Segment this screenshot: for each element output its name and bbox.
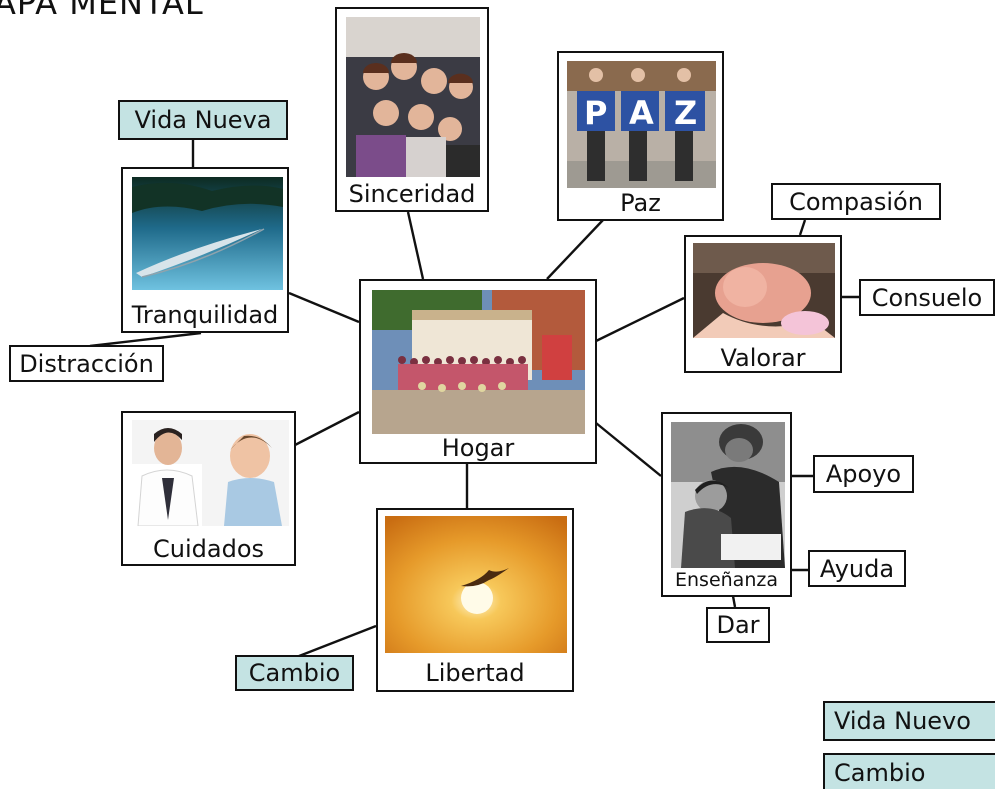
link-hogar-tranquilidad xyxy=(288,291,360,324)
tag-vida-nueva[interactable]: Vida Nueva xyxy=(118,100,288,140)
tag-distraccion[interactable]: Distracción xyxy=(9,345,164,382)
group-photo-in-front-of-house xyxy=(372,290,585,434)
card-hogar[interactable]: Hogar xyxy=(359,279,597,464)
bird-at-sunset-photo xyxy=(385,516,567,653)
link-valorar-compasion xyxy=(798,219,807,236)
link-ensenanza-dar xyxy=(731,595,737,608)
card-libertad[interactable]: Libertad xyxy=(376,508,574,692)
card-label: Hogar xyxy=(441,434,515,462)
card-valorar[interactable]: Valorar xyxy=(684,235,842,373)
link-hogar-paz xyxy=(546,219,604,280)
svg-text:Z: Z xyxy=(674,94,697,132)
svg-text:P: P xyxy=(584,94,607,132)
card-label: Tranquilidad xyxy=(131,301,279,329)
link-hogar-valorar xyxy=(595,296,685,343)
tag-apoyo[interactable]: Apoyo xyxy=(813,455,914,493)
link-hogar-cuidados xyxy=(294,410,360,447)
legend-cambio: Cambio xyxy=(823,753,995,789)
page-title: APA MENTAL xyxy=(0,0,204,22)
link-hogar-ensenanza xyxy=(595,422,662,477)
card-sinceridad[interactable]: Sinceridad xyxy=(335,7,489,212)
link-hogar-sinceridad xyxy=(406,211,425,280)
card-label: Libertad xyxy=(425,659,525,687)
svg-text:A: A xyxy=(629,94,654,132)
newborn-baby-photo xyxy=(693,243,835,338)
card-label: Enseñanza xyxy=(675,569,778,591)
tag-dar[interactable]: Dar xyxy=(706,607,770,643)
feather-on-water-photo xyxy=(132,177,283,290)
tag-cambio[interactable]: Cambio xyxy=(235,655,354,691)
card-label: Cuidados xyxy=(153,535,264,563)
card-ensenanza[interactable]: Enseñanza xyxy=(661,412,792,597)
card-tranquilidad[interactable]: Tranquilidad xyxy=(121,167,289,333)
tag-compasion[interactable]: Compasión xyxy=(771,183,941,220)
tag-ayuda[interactable]: Ayuda xyxy=(808,550,906,587)
card-label: Valorar xyxy=(720,344,806,372)
card-label: Paz xyxy=(620,189,661,217)
card-cuidados[interactable]: Cuidados xyxy=(121,411,296,566)
legend-vida-nuevo: Vida Nuevo xyxy=(823,701,995,741)
link-tranquilidad-distraccion xyxy=(89,331,202,348)
doctor-with-child-photo xyxy=(132,420,289,526)
card-label: Sinceridad xyxy=(348,180,476,208)
link-libertad-cambio xyxy=(293,624,377,660)
tag-consuelo[interactable]: Consuelo xyxy=(859,279,995,316)
adult-teaching-child-photo xyxy=(671,422,785,568)
smiling-children-photo xyxy=(346,17,480,177)
